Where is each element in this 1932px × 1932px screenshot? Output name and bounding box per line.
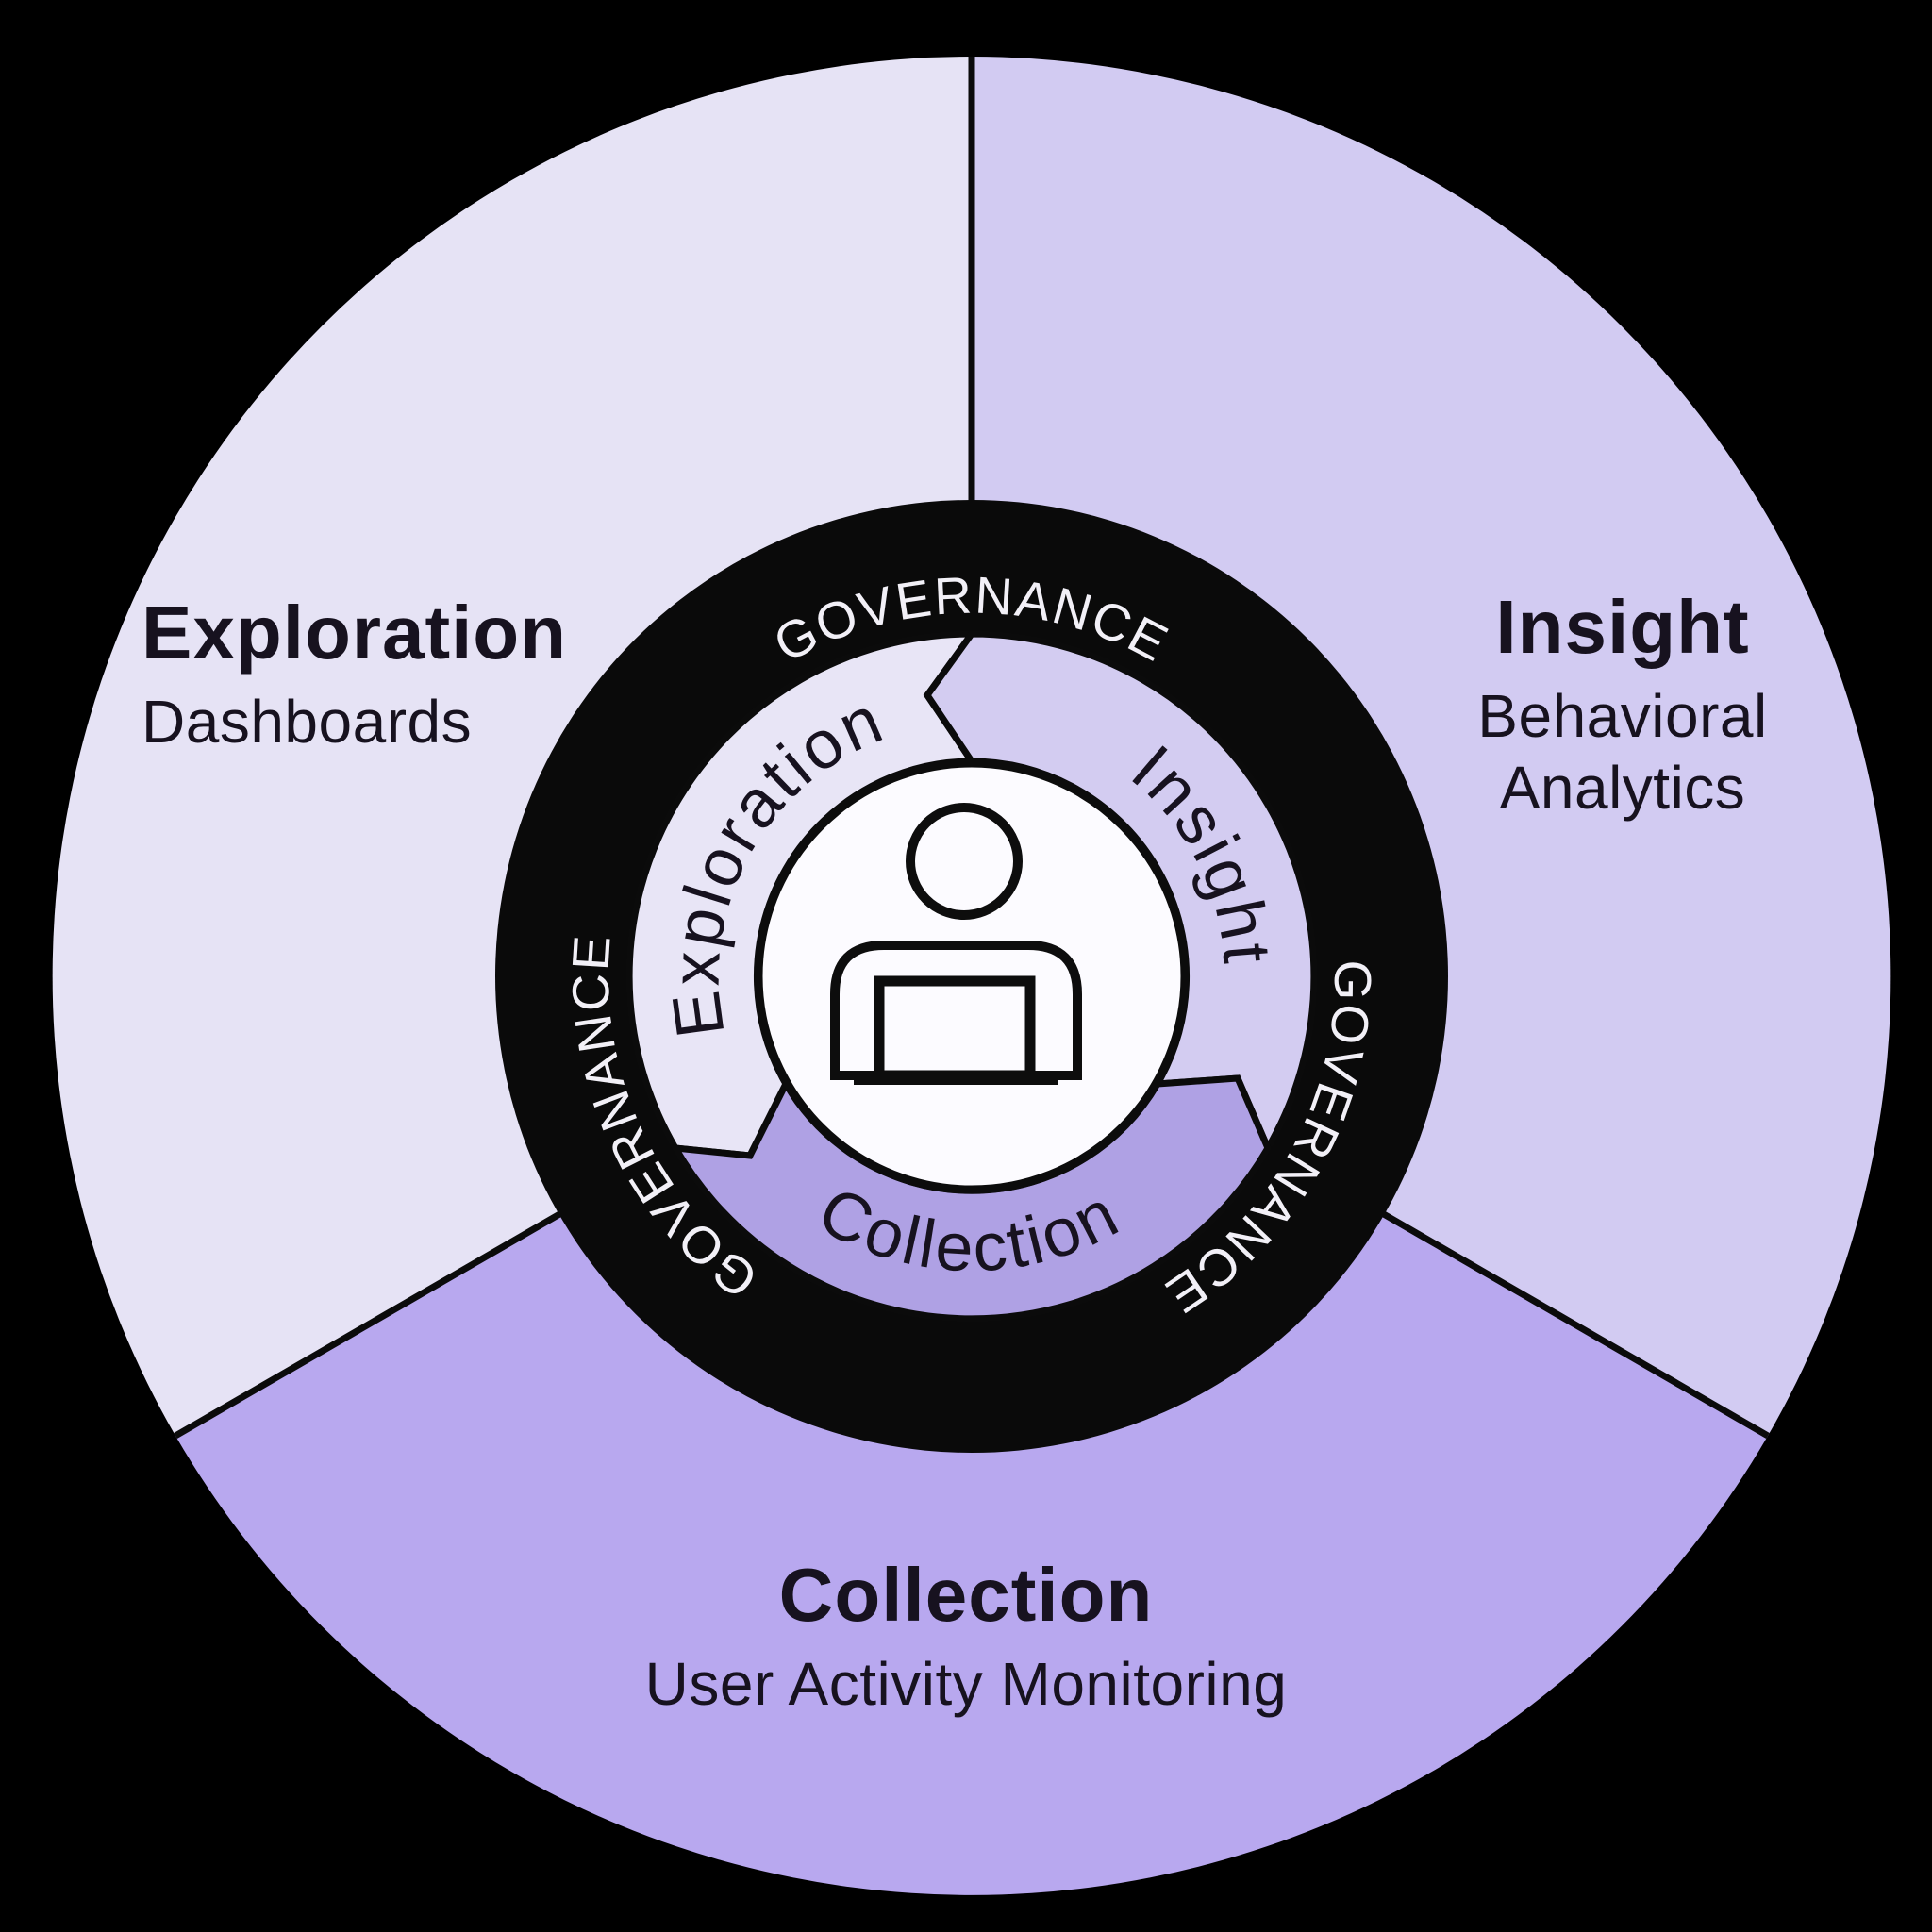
collection-title: Collection (778, 1553, 1154, 1637)
exploration-subtitle: Dashboards (142, 688, 473, 757)
insight-subtitle: Behavioral Analytics (1477, 682, 1768, 822)
person-head (906, 803, 1023, 920)
insight-label-block: Insight Behavioral Analytics (1387, 585, 1858, 824)
collection-label-block: Collection User Activity Monitoring (541, 1553, 1391, 1721)
person-at-computer-icon (830, 803, 1082, 1085)
exploration-label-block: Exploration Dashboards (142, 591, 632, 758)
insight-title: Insight (1495, 585, 1750, 669)
laptop-screen (874, 975, 1036, 1081)
collection-subtitle: User Activity Monitoring (644, 1650, 1288, 1719)
exploration-title: Exploration (142, 591, 568, 675)
